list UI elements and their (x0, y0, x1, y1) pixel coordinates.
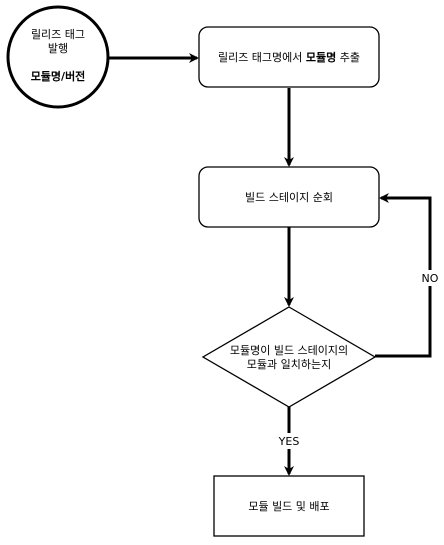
decision-node: 모듈명이 빌드 스테이지의 모듈과 일치하는지 (201, 306, 377, 408)
start-line-2: 발행 (48, 42, 68, 55)
start-node: 릴리즈 태그 발행 모듈명/버전 (6, 5, 110, 109)
extract-label-suffix: 추출 (336, 51, 360, 64)
extract-label: 릴리즈 태그명에서 모듈명 추출 (218, 50, 360, 64)
start-line-3: 모듈명/버전 (31, 69, 86, 83)
decision-line-2: 모듈과 일치하는지 (247, 357, 331, 371)
deploy-box (213, 475, 365, 537)
edge-label-yes: YES (278, 435, 300, 448)
iterate-label: 빌드 스테이지 순회 (245, 191, 333, 204)
start-line-1: 릴리즈 태그 (31, 28, 85, 41)
deploy-label: 모듈 빌드 및 배포 (248, 500, 329, 513)
yes-label-bg (274, 433, 304, 449)
iterate-node: 빌드 스테이지 순회 (198, 166, 380, 228)
extract-label-prefix: 릴리즈 태그명에서 (218, 51, 306, 64)
extract-box (198, 26, 380, 88)
edge-label-no: NO (422, 272, 439, 285)
iterate-box (198, 166, 380, 228)
decision-line-1: 모듈명이 빌드 스테이지의 (230, 344, 348, 357)
deploy-node: 모듈 빌드 및 배포 (213, 475, 365, 537)
extract-node: 릴리즈 태그명에서 모듈명 추출 (198, 26, 380, 88)
no-label-bg (417, 270, 443, 286)
extract-label-bold: 모듈명 (306, 50, 336, 64)
start-circle (6, 5, 110, 109)
edges (108, 53, 432, 476)
decision-diamond (201, 306, 377, 408)
